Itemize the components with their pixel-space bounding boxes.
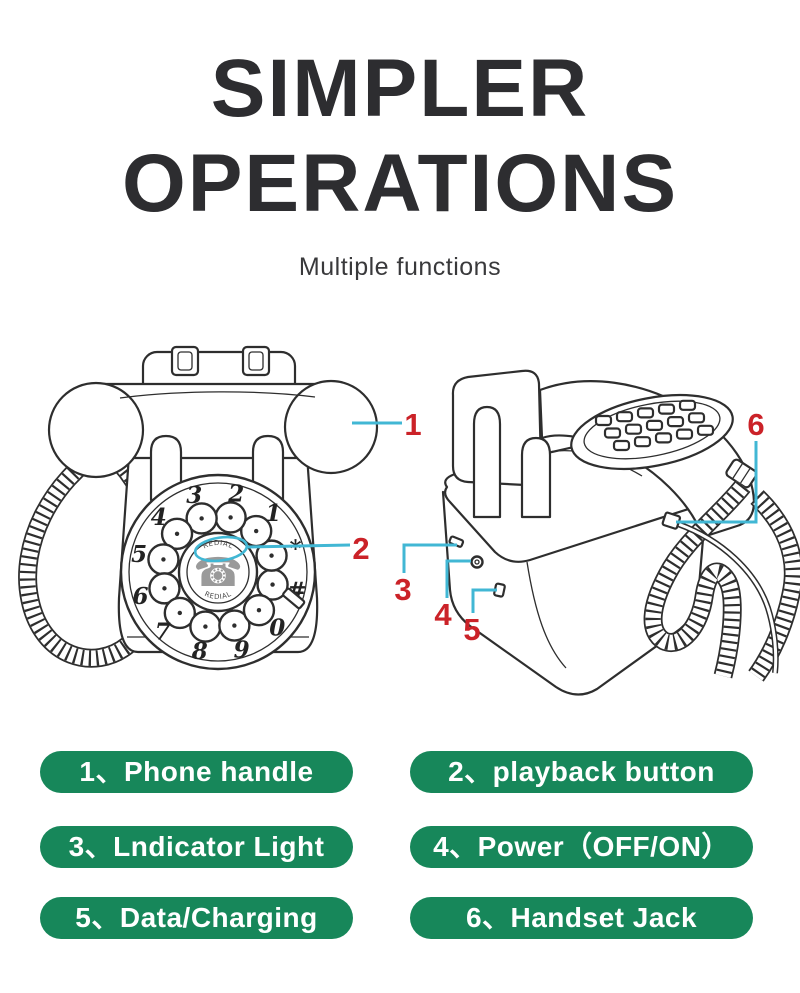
page-subtitle: Multiple functions	[298, 253, 502, 281]
dial-button-dot	[161, 557, 166, 562]
keypad-button	[696, 424, 715, 436]
keypad-button	[645, 419, 664, 431]
coiled-cord-right	[643, 479, 800, 682]
callout-number-6: 6	[747, 407, 764, 442]
keypad-button	[657, 403, 676, 415]
finger-stop	[282, 587, 306, 610]
keypad-button	[687, 412, 706, 424]
callout-number-1: 1	[404, 407, 421, 442]
dial-digit-8: 8	[191, 638, 208, 665]
callout-number-5: 5	[463, 612, 480, 647]
callout-number-2: 2	[352, 531, 369, 566]
dial-digit-3: 3	[186, 482, 202, 509]
svg-text:REDIAL: REDIAL	[202, 539, 235, 551]
callout-4: 4	[434, 559, 471, 632]
dial-button-dot	[199, 516, 204, 521]
keypad-button	[678, 399, 697, 411]
svg-text:REDIAL: REDIAL	[203, 590, 233, 601]
dial-digit-*: *	[289, 536, 301, 563]
phone-rear-view	[441, 369, 800, 696]
hub-bottom-label: REDIAL	[203, 590, 232, 601]
dial-digit-7: 7	[155, 619, 171, 646]
dial-button-dot	[162, 586, 167, 591]
keypad-button	[675, 428, 694, 440]
dial-digit-9: 9	[234, 637, 250, 664]
callout-number-3: 3	[394, 572, 411, 607]
dial-button-dot	[232, 623, 237, 628]
keypad-button	[612, 439, 631, 452]
cradle-hooks-rear	[472, 405, 552, 519]
callout-2: 2	[246, 531, 370, 566]
callout-number-4: 4	[434, 597, 452, 632]
dial-button-dot	[253, 528, 259, 534]
keypad-button	[636, 407, 655, 419]
callout-5: 5	[463, 588, 497, 647]
keypad-button	[594, 414, 613, 427]
dial-button-dot	[203, 624, 208, 629]
dial-button-dot	[256, 607, 262, 613]
callout-3: 3	[394, 543, 457, 607]
dial-buttons	[147, 501, 289, 643]
keypad-button	[654, 432, 673, 444]
keypad-button	[624, 423, 643, 435]
keypad-button	[615, 411, 634, 423]
page-title-line2: OPERATIONS	[121, 138, 679, 229]
line-cord	[676, 521, 779, 674]
callout-6: 6	[676, 407, 765, 524]
dial-digit-2: 2	[227, 480, 244, 507]
dial-digit-6: 6	[133, 583, 149, 610]
keypad-button	[633, 436, 652, 448]
keypad-button	[666, 416, 685, 428]
dial-button-dot	[177, 610, 183, 616]
header: SIMPLER OPERATIONS Multiple functions	[0, 41, 800, 282]
power-switch	[470, 555, 484, 569]
dial-button-dot	[269, 553, 274, 558]
keypad-button	[603, 427, 622, 439]
cradle-tabs	[170, 345, 271, 377]
dial-button-dot	[228, 515, 233, 520]
keypad	[570, 394, 734, 470]
dial-digit-1: 1	[265, 500, 281, 527]
handset	[47, 379, 379, 479]
cradle-hooks	[149, 434, 285, 502]
callout-1: 1	[352, 407, 422, 442]
dial-digit-4: 4	[151, 504, 167, 531]
callouts: 1 2 3 4 5 6	[193, 407, 765, 647]
hub-top-label: REDIAL	[202, 539, 234, 551]
feature-details	[448, 511, 682, 598]
dial-digit-0: 0	[269, 615, 285, 642]
dial-button-dot	[174, 531, 180, 537]
redial-highlight	[193, 535, 249, 563]
dial-button-dot	[270, 582, 275, 587]
page-title-line1: SIMPLER	[210, 43, 590, 134]
dial-digit-5: 5	[131, 541, 147, 568]
